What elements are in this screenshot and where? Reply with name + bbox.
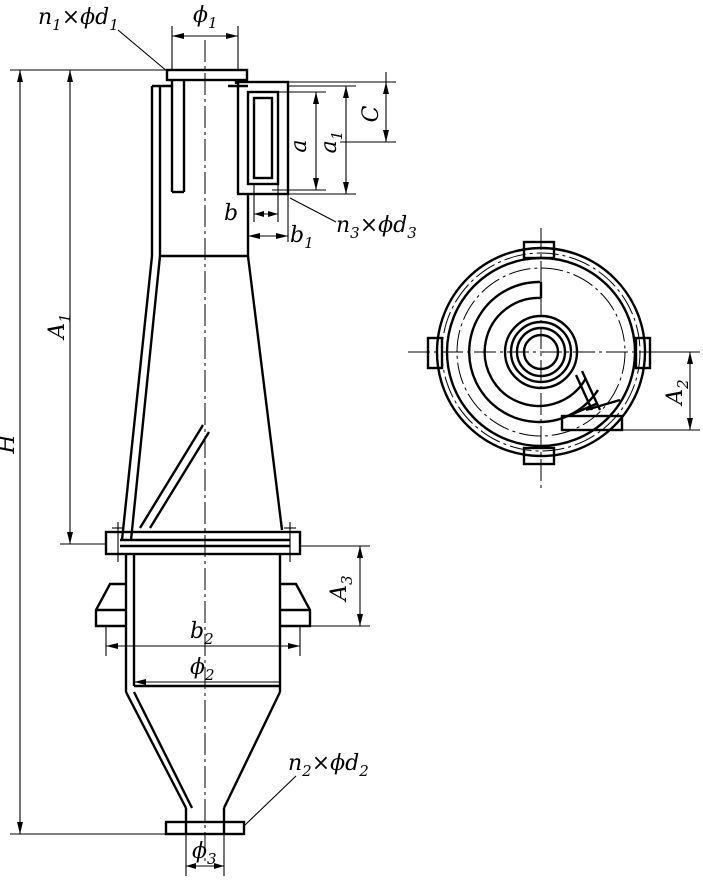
label-A1: A1 (45, 313, 74, 340)
front-labels: n1×ϕd1 ϕ1 C a a1 b b1 n3×ϕd3 A1 H A3 b2 … (0, 3, 417, 868)
label-H: H (0, 434, 20, 455)
label-A2: A2 (663, 379, 692, 406)
label-n2-phi-d2: n2×ϕd2 (288, 751, 369, 780)
front-view: n1×ϕd1 ϕ1 C a a1 b b1 n3×ϕd3 A1 H A3 b2 … (0, 3, 417, 876)
bottom-outlet-flange (164, 808, 246, 836)
label-C: C (359, 105, 384, 122)
label-b: b (224, 201, 238, 226)
upper-cylinder (150, 84, 248, 258)
label-n3-phi-d3: n3×ϕd3 (336, 213, 417, 242)
label-A3: A3 (327, 575, 356, 602)
label-phi3: ϕ3 (192, 839, 217, 868)
label-phi2: ϕ2 (190, 655, 215, 684)
top-view: A2 (408, 228, 700, 488)
bottom-cone (124, 691, 282, 809)
label-a: a (287, 139, 312, 152)
lower-cylinder (124, 554, 282, 692)
top-outlet-flange (165, 68, 249, 194)
label-n1-phi-d1: n1×ϕd1 (38, 5, 119, 34)
conical-body (120, 255, 284, 541)
label-phi1: ϕ1 (193, 3, 218, 32)
tangential-inlet (236, 80, 290, 256)
label-a1: a1 (317, 131, 346, 154)
front-dimensions (10, 26, 396, 876)
label-b1: b1 (290, 223, 314, 252)
middle-flange (104, 522, 302, 562)
label-b2: b2 (190, 619, 214, 648)
top-view-inlet (560, 370, 624, 432)
